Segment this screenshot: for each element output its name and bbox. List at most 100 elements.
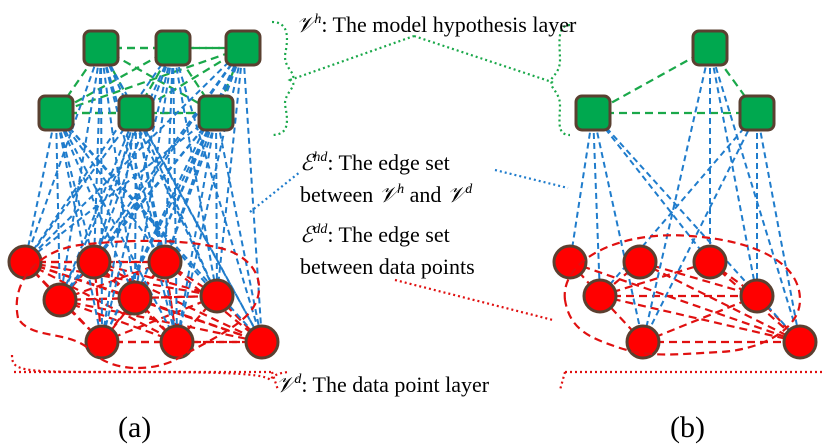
data-edge: [709, 261, 801, 343]
hypothesis-data-edge: [709, 47, 758, 297]
hypothesis-data-edge: [709, 47, 801, 343]
data-point-node: [76, 244, 112, 280]
data-point-node: [117, 280, 153, 316]
hypothesis-data-edge: [24, 47, 244, 263]
hypothesis-data-edge: [24, 112, 137, 263]
hypothesis-data-edge: [24, 47, 174, 263]
hypothesis-data-edge: [59, 47, 102, 301]
model-hypothesis-node: [117, 94, 155, 132]
model-hypothesis-node: [37, 94, 75, 132]
model-hypothesis-node: [154, 29, 192, 67]
hypothesis-data-edge: [592, 112, 644, 343]
data-edge: [59, 299, 103, 343]
data-edge: [101, 294, 218, 344]
hypothesis-data-edge: [134, 47, 174, 299]
panel-b-nodes: [552, 29, 818, 360]
hypothesis-data-edge: [176, 112, 217, 343]
data-edge: [134, 296, 263, 344]
panel-b-cluster-outline: [563, 234, 802, 356]
datapoint-brace-b-tip: [558, 371, 567, 391]
hypothesis-data-edge: [24, 112, 57, 263]
hypothesis-data-edge: [55, 112, 178, 343]
data-point-node: [582, 278, 618, 314]
hypothesis-edge: [592, 47, 711, 114]
hypothesis-data-edge: [100, 47, 218, 297]
data-point-node: [622, 244, 658, 280]
hypothesis-data-edge: [592, 112, 801, 343]
data-point-node: [625, 324, 661, 360]
hypothesis-connector-b: [413, 34, 553, 84]
hypothesis-data-edge: [642, 47, 711, 343]
data-point-node: [84, 324, 120, 360]
data-point-node: [782, 324, 818, 360]
data-edge: [569, 260, 801, 344]
hypothesis-brace: [271, 20, 295, 137]
hypothesis-data-edge: [134, 112, 217, 299]
hypothesis-data-edge: [592, 112, 711, 263]
data-point-node: [42, 282, 78, 318]
data-edge: [59, 298, 263, 344]
hypothesis-data-edge: [55, 112, 263, 343]
hypothesis-data-edge: [24, 47, 102, 263]
edge-dd-label-line2: between data points: [300, 254, 475, 279]
edge-hd-label-line1: ℰhd: The edge set: [300, 150, 450, 175]
hypothesis-data-edge: [216, 47, 244, 297]
hypothesis-brace-b: [550, 23, 571, 137]
hypothesis-data-edge: [242, 47, 263, 343]
hypothesis-data-edge: [59, 112, 137, 301]
model-hypothesis-node: [738, 94, 776, 132]
data-point-node: [147, 244, 183, 280]
edge-dd-label-line1: ℰdd: The edge set: [300, 222, 450, 247]
data-edge: [164, 261, 218, 297]
hypothesis-data-edge: [135, 112, 178, 343]
model-hypothesis-node: [691, 29, 729, 67]
datapoint-brace-a-tip: [270, 371, 280, 391]
panel-a-cluster-outline: [15, 239, 261, 370]
data-edge: [164, 261, 263, 343]
hypothesis-edge: [55, 47, 174, 114]
hypothesis-data-edge: [93, 47, 102, 263]
hypothesis-data-edge: [756, 112, 801, 343]
data-point-node: [244, 324, 280, 360]
hd-connector-b: [494, 168, 569, 190]
hypothesis-data-edge: [59, 47, 244, 301]
panel-a-graph: [7, 29, 280, 360]
data-edge: [59, 298, 178, 344]
hypothesis-data-edge: [101, 112, 137, 343]
hypothesis-data-edge: [164, 47, 174, 263]
hypothesis-data-edge: [93, 112, 137, 263]
hypothesis-data-edge: [100, 47, 178, 343]
hypothesis-data-edge: [642, 112, 758, 343]
hypothesis-data-edge: [55, 112, 166, 263]
dd-connector: [394, 278, 554, 322]
data-point-node: [552, 244, 588, 280]
data-point-node: [199, 278, 235, 314]
data-edge: [709, 261, 758, 297]
panel-b-graph: [552, 29, 818, 360]
model-hypothesis-node: [197, 94, 235, 132]
hypothesis-data-edge: [134, 47, 244, 299]
panel-b-hypothesis-edges: [592, 47, 758, 115]
hypothesis-data-edge: [172, 47, 178, 343]
data-edge: [599, 260, 711, 298]
data-edge: [599, 294, 801, 344]
hypothesis-data-edge: [592, 112, 601, 297]
hypothesis-data-edge: [569, 112, 594, 263]
hypothesis-layer-label: 𝒱h: The model hypothesis layer: [296, 12, 577, 37]
data-edge: [642, 294, 758, 344]
hypothesis-data-edge: [55, 112, 61, 301]
hypothesis-data-edge: [100, 47, 136, 299]
hypothesis-data-edge: [55, 112, 136, 299]
hd-connector-a: [249, 171, 301, 213]
hypothesis-data-edge: [135, 112, 218, 297]
model-hypothesis-node: [82, 29, 120, 67]
hypothesis-data-edge: [164, 47, 244, 263]
hypothesis-data-edge: [134, 112, 137, 299]
data-point-node: [7, 244, 43, 280]
hypothesis-data-edge: [135, 112, 263, 343]
hypothesis-data-edge: [24, 112, 217, 263]
edge-hd-label-line2: between 𝒱h and 𝒱d: [300, 182, 473, 207]
hypothesis-data-edge: [55, 112, 103, 343]
data-point-node: [692, 244, 728, 280]
